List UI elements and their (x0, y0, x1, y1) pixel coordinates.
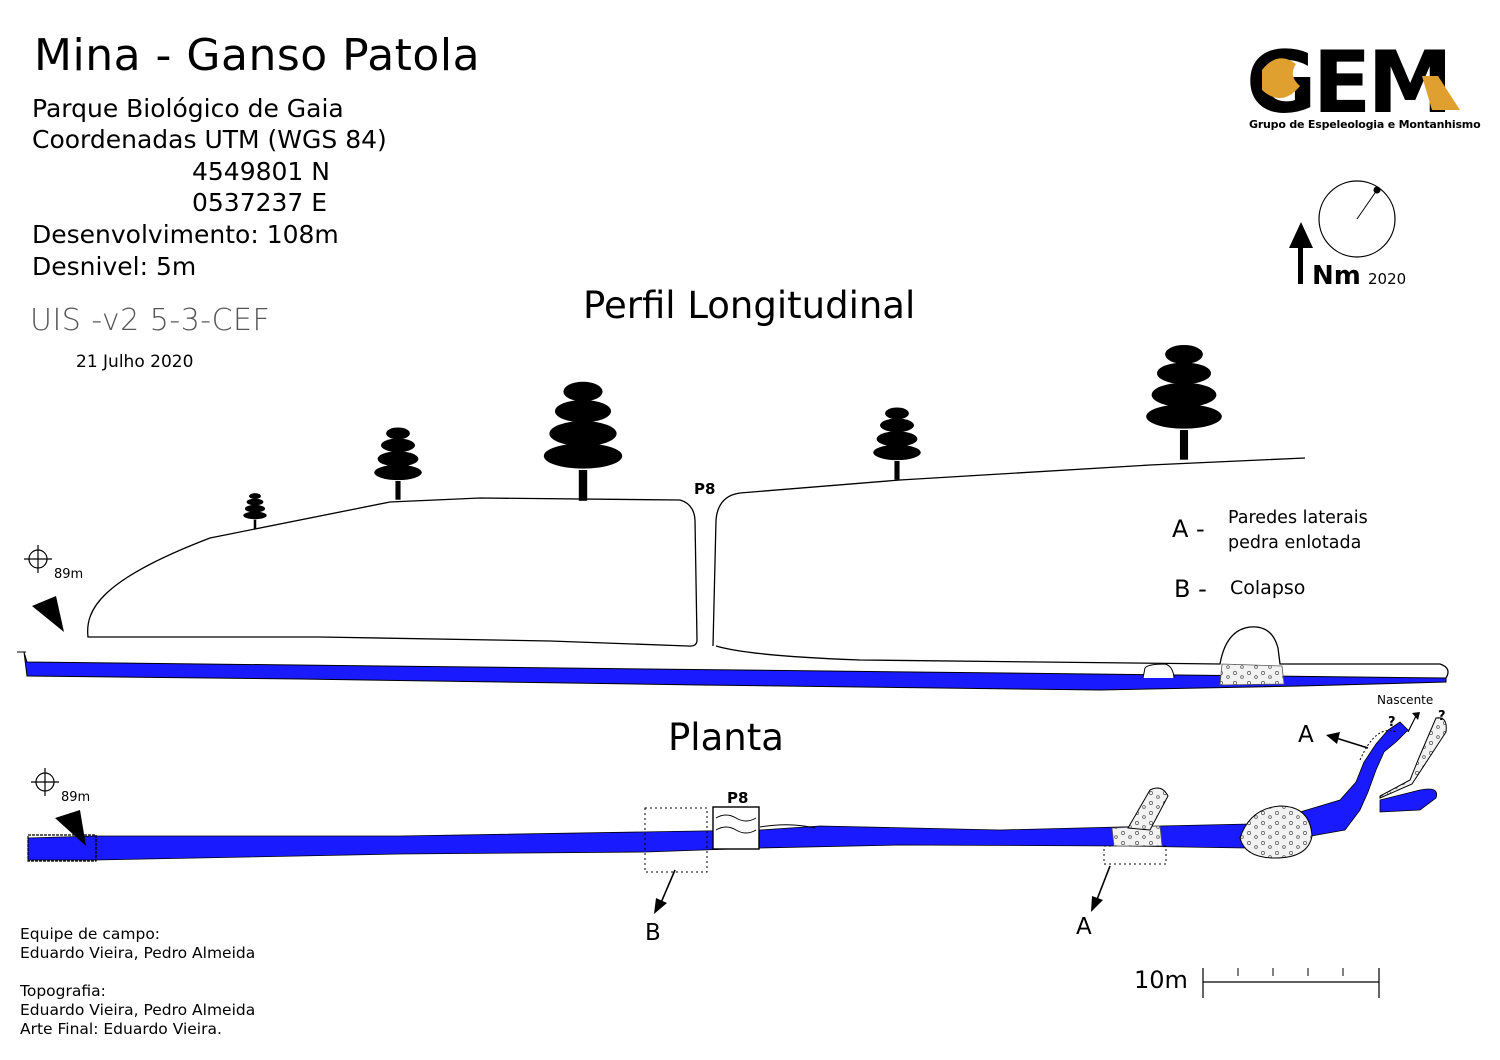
logo-subtitle: Grupo de Espeleologia e Montanhismo (1249, 118, 1481, 131)
spring-arrow-icon (1412, 712, 1420, 720)
profile-shaft-label: P8 (694, 480, 715, 498)
northing-value: 4549801 N (192, 157, 330, 186)
survey-date: 21 Julho 2020 (76, 352, 194, 372)
profile-title: Perfil Longitudinal (583, 284, 916, 327)
profile-water (23, 651, 1447, 691)
profile-datum-marker: 89m (24, 545, 83, 582)
plan-collapse-chamber (1239, 805, 1313, 859)
profile-entrance-arrow-icon (32, 596, 64, 632)
north-label: Nm (1312, 261, 1361, 291)
north-arrow-shaft (1298, 244, 1303, 284)
plan-zone-a-lower (1103, 845, 1167, 865)
tree-icon (543, 381, 623, 501)
development-text: Desenvolvimento: 108m (32, 220, 339, 249)
scale-label: 10m (1134, 966, 1188, 994)
profile-datum-label: 89m (54, 567, 83, 582)
legend-a-line1: Paredes laterais (1228, 508, 1368, 528)
plan-entrance-wall (27, 834, 97, 862)
uis-grade: UIS -v2 5-3-CEF (30, 303, 271, 338)
marker-b-label: B (645, 920, 661, 946)
coords-label: Coordenadas UTM (WGS 84) (32, 125, 387, 154)
profile-passage-roof (715, 626, 1449, 679)
legend-a-line2: pedra enlotada (1228, 533, 1362, 553)
gem-logo: GEM (1246, 33, 1460, 133)
profile-surface-right (712, 457, 1306, 647)
scale-bar (1202, 968, 1380, 998)
unknown-continuation-1: ? (1388, 715, 1396, 730)
pointer-b-arrow-icon (654, 898, 667, 914)
pointer-a-lower-arrow-icon (1091, 896, 1103, 912)
profile-chamber (1142, 663, 1175, 679)
plan-datum-label: 89m (61, 790, 90, 805)
field-team-label: Equipe de campo: (20, 925, 161, 943)
declination-circle (1318, 180, 1396, 258)
tree-icon (873, 407, 921, 480)
drop-text: Desnivel: 5m (32, 252, 197, 281)
tree-icon (374, 427, 422, 500)
map-title: Mina - Ganso Patola (34, 30, 481, 81)
plan-shaft-label: P8 (727, 789, 748, 807)
north-arrow-head-icon (1289, 222, 1313, 248)
plan-side-passage (1127, 787, 1169, 831)
survey-names: Eduardo Vieira, Pedro Almeida (20, 1001, 256, 1019)
art-credit: Arte Final: Eduardo Vieira. (20, 1020, 222, 1038)
plan-view: 89m P8 Nascente ? ? B A A (27, 693, 1447, 946)
marker-a-lower-label: A (1076, 914, 1092, 940)
field-team-names: Eduardo Vieira, Pedro Almeida (20, 944, 256, 962)
north-year: 2020 (1368, 270, 1406, 288)
plan-zone-b (644, 807, 708, 873)
profile-collapse (1219, 663, 1285, 686)
legend-b-text: Colapso (1230, 577, 1306, 599)
north-arrow: Nm 2020 (1289, 180, 1406, 291)
plan-shaft-p8 (712, 806, 760, 850)
plan-datum-marker: 89m (31, 768, 90, 805)
survey-label: Topografia: (20, 982, 106, 1000)
plan-entrance-arrow-icon (55, 810, 86, 846)
plan-title: Planta (668, 716, 784, 759)
profile-view: P8 89m (17, 344, 1449, 691)
spring-label: Nascente (1377, 693, 1433, 707)
tree-icon (1146, 344, 1222, 460)
pointer-a-upper-arrow-icon (1326, 732, 1340, 744)
unknown-continuation-2: ? (1438, 709, 1446, 724)
legend-a-key: A - (1172, 515, 1205, 543)
easting-value: 0537237 E (192, 188, 328, 217)
legend-b-key: B - (1174, 575, 1207, 603)
plan-water-spur (1379, 788, 1438, 813)
declination-line (1356, 189, 1378, 220)
location-text: Parque Biológico de Gaia (32, 94, 344, 123)
declination-dot (1373, 186, 1381, 194)
profile-surface-left (87, 497, 698, 647)
plan-rubble-branch (1379, 717, 1447, 799)
logo-accent-left (1262, 58, 1300, 99)
marker-a-upper-label: A (1298, 722, 1314, 748)
logo-accent-right (1422, 76, 1460, 110)
tree-icon (243, 493, 267, 529)
